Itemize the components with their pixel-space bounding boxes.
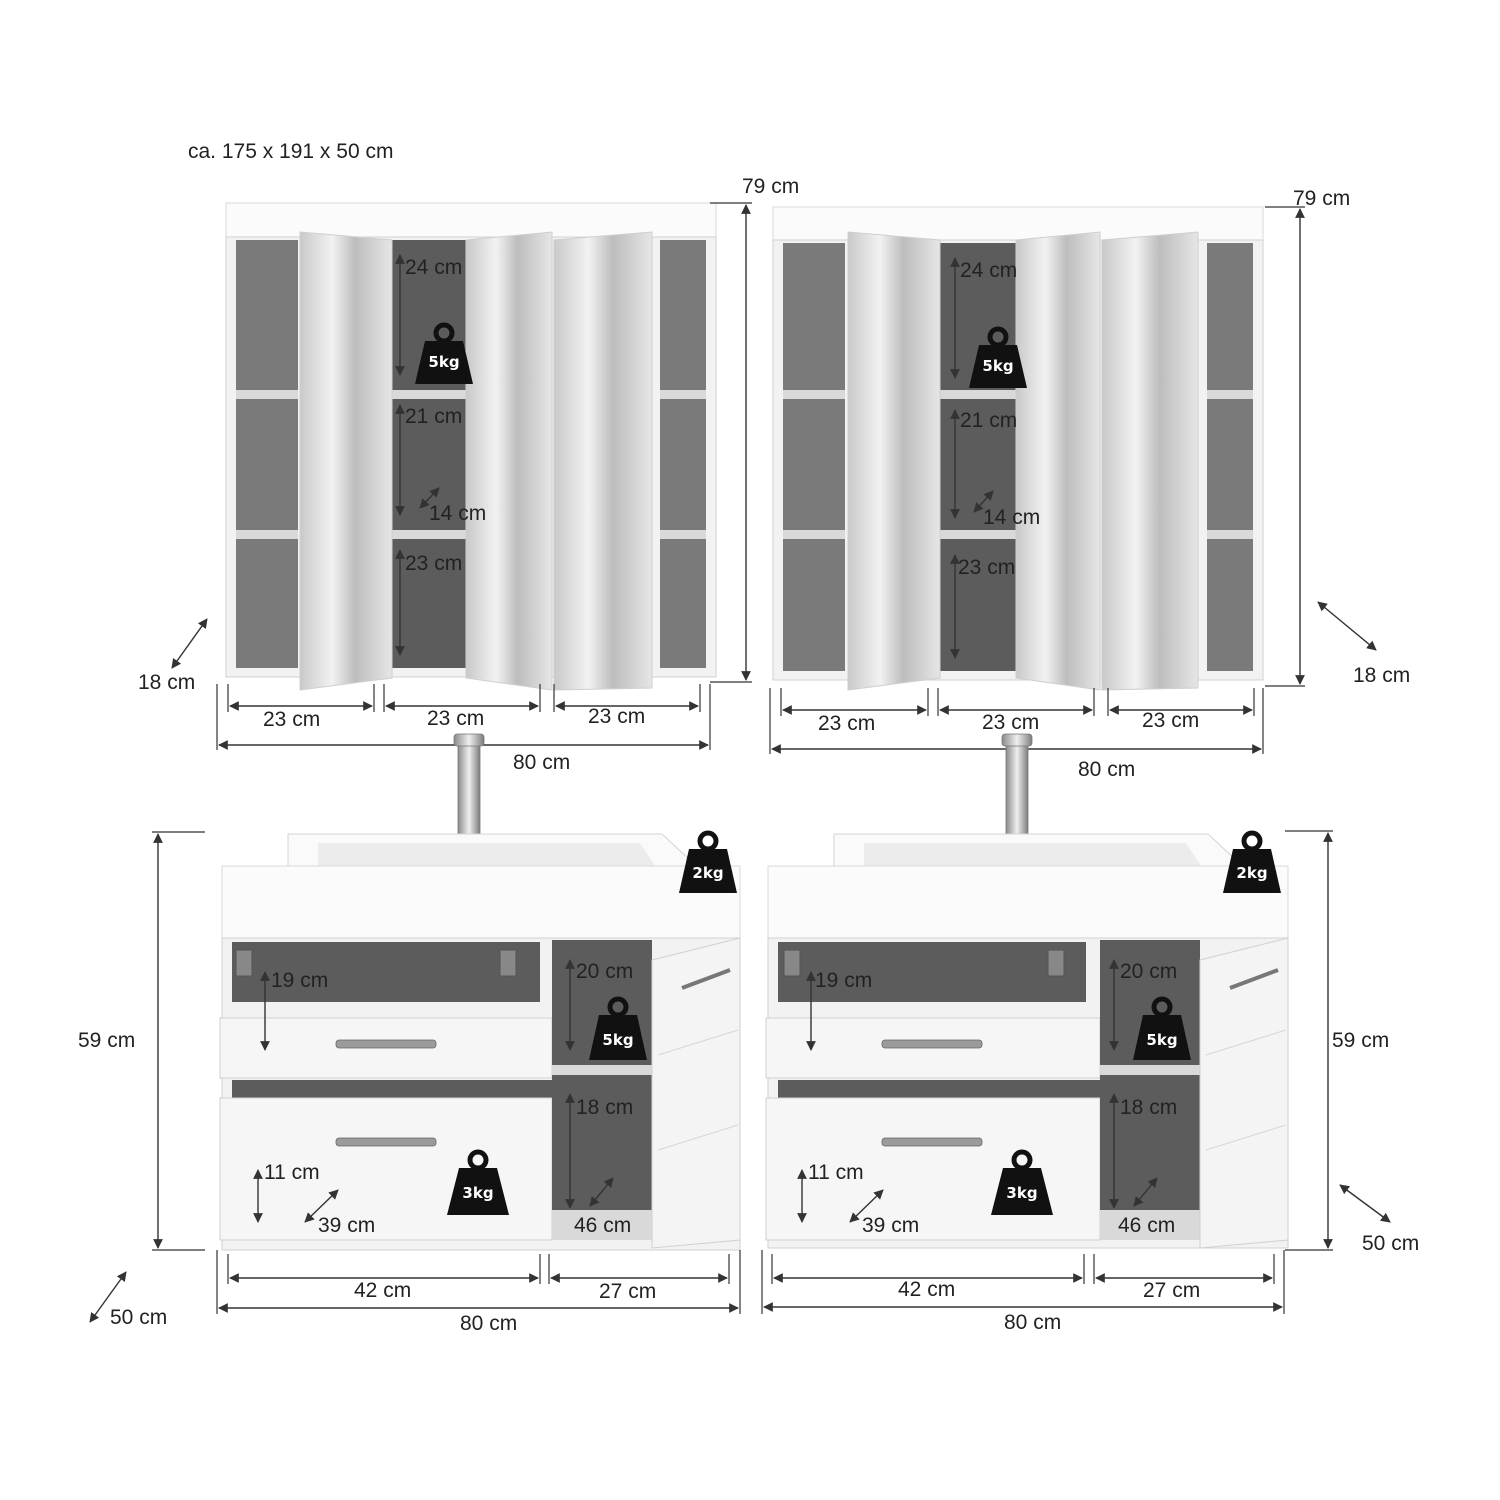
- weight-icon: 5kg: [589, 996, 647, 1060]
- mirror-door-left: [299, 231, 393, 691]
- cabinet1-width-label: 80 cm: [513, 751, 570, 774]
- cabinet1-shelf-height-2: 21 cm: [405, 405, 462, 428]
- cabinet2-shelf-height-2: 21 cm: [960, 409, 1017, 432]
- cabinet1-shelf-height-3: 23 cm: [405, 552, 462, 575]
- drawer-handle: [881, 1039, 983, 1049]
- cabinet2-compartment-width-2: 23 cm: [982, 711, 1039, 734]
- vanity-countertop: [767, 865, 1289, 939]
- middle-compartment: [940, 243, 1016, 671]
- vanity2-drawer-depth: 39 cm: [862, 1214, 919, 1237]
- vanity2-basin-load: 2kg: [1236, 864, 1267, 882]
- vanity1-lower-drawer-height: 11 cm: [264, 1161, 320, 1184]
- cabinet1-shelf-depth: 14 cm: [429, 502, 486, 525]
- cabinet1-compartment-width-3: 23 cm: [588, 705, 645, 728]
- cabinet1-shelf-height-1: 24 cm: [405, 256, 462, 279]
- door-handle: [681, 968, 731, 990]
- vanity1-drawer-depth: 39 cm: [318, 1214, 375, 1237]
- cabinet1-height-label: 79 cm: [742, 175, 799, 198]
- cabinet1-shelf-load: 5kg: [428, 353, 459, 371]
- vanity1-drawer-load: 3kg: [462, 1184, 493, 1202]
- cabinet2-shelf-depth: 14 cm: [983, 506, 1040, 529]
- tap: [457, 737, 481, 839]
- vanity-unit-2: [765, 733, 1289, 1249]
- weight-icon: 5kg: [415, 322, 473, 384]
- weight-icon: 2kg: [1223, 830, 1281, 893]
- weight-icon: 5kg: [1133, 996, 1191, 1060]
- cabinet1-compartment-width-2: 23 cm: [427, 707, 484, 730]
- cabinet1-compartment-width-1: 23 cm: [263, 708, 320, 731]
- cabinet2-shelf-load: 5kg: [982, 357, 1013, 375]
- cabinet2-height-label: 79 cm: [1293, 187, 1350, 210]
- tap: [1005, 737, 1029, 839]
- weight-icon: 5kg: [969, 326, 1027, 388]
- vanity2-height-label: 59 cm: [1332, 1029, 1389, 1052]
- vanity1-drawer-width: 42 cm: [354, 1279, 411, 1302]
- overall-size-label: ca. 175 x 191 x 50 cm: [188, 140, 393, 163]
- weight-icon: 2kg: [679, 830, 737, 893]
- drawer-handle: [335, 1039, 437, 1049]
- mirror-cabinet-1: [225, 202, 717, 691]
- weight-icon: 3kg: [447, 1149, 509, 1215]
- drawer-handle: [881, 1137, 983, 1147]
- right-compartment: [660, 240, 706, 668]
- left-compartment: [236, 240, 298, 668]
- vanity1-upper-drawer-height: 19 cm: [271, 969, 328, 992]
- cabinet-top: [225, 202, 717, 238]
- vanity2-side-shelf-height-1: 20 cm: [1120, 960, 1177, 983]
- vanity1-side-shelf-height-2: 18 cm: [576, 1096, 633, 1119]
- drawer-handle: [335, 1137, 437, 1147]
- right-compartment: [1207, 243, 1253, 671]
- vanity2-upper-drawer-height: 19 cm: [815, 969, 872, 992]
- vanity1-depth-label: 50 cm: [110, 1306, 167, 1329]
- door-handle: [1229, 968, 1279, 990]
- vanity1-side-shelf-height-1: 20 cm: [576, 960, 633, 983]
- vanity2-depth-label: 50 cm: [1362, 1232, 1419, 1255]
- vanity2-side-depth: 46 cm: [1118, 1214, 1175, 1237]
- cabinet1-depth-label: 18 cm: [138, 671, 195, 694]
- weight-icon: 3kg: [991, 1149, 1053, 1215]
- cabinet2-compartment-width-1: 23 cm: [818, 712, 875, 735]
- vanity1-basin-load: 2kg: [692, 864, 723, 882]
- cabinet2-depth-label: 18 cm: [1353, 664, 1410, 687]
- mirror-door-right: [553, 231, 653, 691]
- middle-compartment: [392, 240, 466, 668]
- left-compartment: [783, 243, 845, 671]
- lower-drawer: [765, 1097, 1101, 1241]
- vanity1-side-depth: 46 cm: [574, 1214, 631, 1237]
- vanity1-side-width: 27 cm: [599, 1280, 656, 1303]
- vanity1-width-label: 80 cm: [460, 1312, 517, 1335]
- vanity2-drawer-load: 3kg: [1006, 1184, 1037, 1202]
- vanity2-width-label: 80 cm: [1004, 1311, 1061, 1334]
- cabinet2-compartment-width-3: 23 cm: [1142, 709, 1199, 732]
- cabinet2-width-label: 80 cm: [1078, 758, 1135, 781]
- vanity-countertop: [221, 865, 741, 939]
- vanity2-side-width: 27 cm: [1143, 1279, 1200, 1302]
- vanity2-drawer-width: 42 cm: [898, 1278, 955, 1301]
- mirror-door-right: [1101, 231, 1199, 691]
- mirror-door-left: [847, 231, 941, 691]
- vanity2-side-shelf-load: 5kg: [1146, 1031, 1177, 1049]
- cabinet2-shelf-height-1: 24 cm: [960, 259, 1017, 282]
- cabinet2-shelf-height-3: 23 cm: [958, 556, 1015, 579]
- side-door: [651, 937, 741, 1249]
- mirror-door-middle: [1015, 231, 1101, 691]
- vanity1-height-label: 59 cm: [78, 1029, 135, 1052]
- vanity2-side-shelf-height-2: 18 cm: [1120, 1096, 1177, 1119]
- mirror-cabinet-2: [772, 206, 1264, 691]
- vanity1-side-shelf-load: 5kg: [602, 1031, 633, 1049]
- side-door: [1199, 937, 1289, 1249]
- mirror-door-middle: [465, 231, 553, 691]
- vanity2-lower-drawer-height: 11 cm: [808, 1161, 864, 1184]
